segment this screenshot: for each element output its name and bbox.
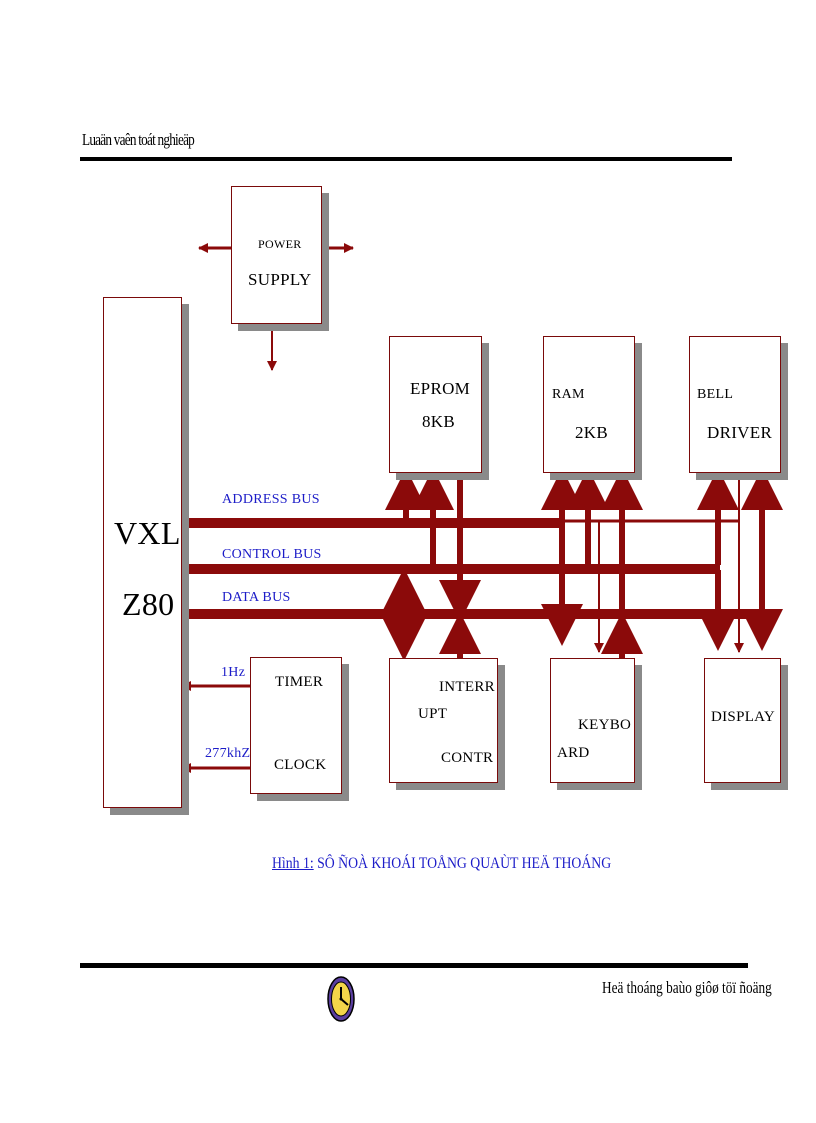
caption-prefix: Hình 1: — [272, 855, 314, 872]
header-rule — [80, 157, 732, 161]
interrupt-label-2: UPT — [418, 706, 448, 722]
eprom-block — [389, 336, 482, 473]
address-bus-label: ADDRESS BUS — [222, 492, 320, 507]
interrupt-controller-block — [389, 658, 498, 783]
bell-driver-block — [689, 336, 781, 473]
control-bus-label: CONTROL BUS — [222, 547, 322, 562]
display-label: DISPLAY — [711, 709, 776, 725]
bell-label: BELL — [697, 387, 734, 402]
caption-text: SÔ ÑOÀ KHOÁI TOÅNG QUAÙT HEÄ THOÁNG — [317, 855, 612, 872]
clock-label: CLOCK — [274, 757, 327, 773]
khz-signal-label: 277khZ — [205, 746, 251, 761]
supply-label: SUPPLY — [248, 270, 312, 289]
power-supply-block — [231, 186, 322, 324]
cpu-block — [103, 297, 182, 808]
header-title: Luaän vaên toát nghieäp — [82, 130, 195, 149]
power-label: POWER — [258, 237, 302, 251]
driver-label: DRIVER — [707, 423, 773, 442]
footer-title: Heä thoáng baùo giôø töï ñoäng — [602, 978, 772, 997]
cpu-label-z80: Z80 — [122, 586, 175, 622]
timer-clock-block — [250, 657, 342, 794]
data-bus-label: DATA BUS — [222, 590, 291, 605]
figure-caption: Hình 1: SÔ ÑOÀ KHOÁI TOÅNG QUAÙT HEÄ THO… — [272, 855, 611, 873]
interrupt-label-1: INTERR — [439, 679, 495, 695]
cpu-label-vxl: VXL — [114, 515, 181, 551]
eprom-size-label: 8KB — [422, 412, 456, 431]
interrupt-label-3: CONTR — [441, 750, 494, 766]
keyboard-label-1: KEYBO — [578, 717, 632, 733]
keyboard-block — [550, 658, 635, 783]
hz-signal-label: 1Hz — [221, 665, 246, 680]
ram-block — [543, 336, 635, 473]
timer-label: TIMER — [275, 674, 324, 690]
footer-rule — [80, 963, 748, 968]
eprom-label: EPROM — [410, 379, 471, 398]
keyboard-label-2: ARD — [557, 745, 590, 761]
display-block — [704, 658, 781, 783]
clock-icon — [327, 976, 355, 1022]
ram-label: RAM — [552, 387, 585, 402]
ram-size-label: 2KB — [575, 423, 609, 442]
